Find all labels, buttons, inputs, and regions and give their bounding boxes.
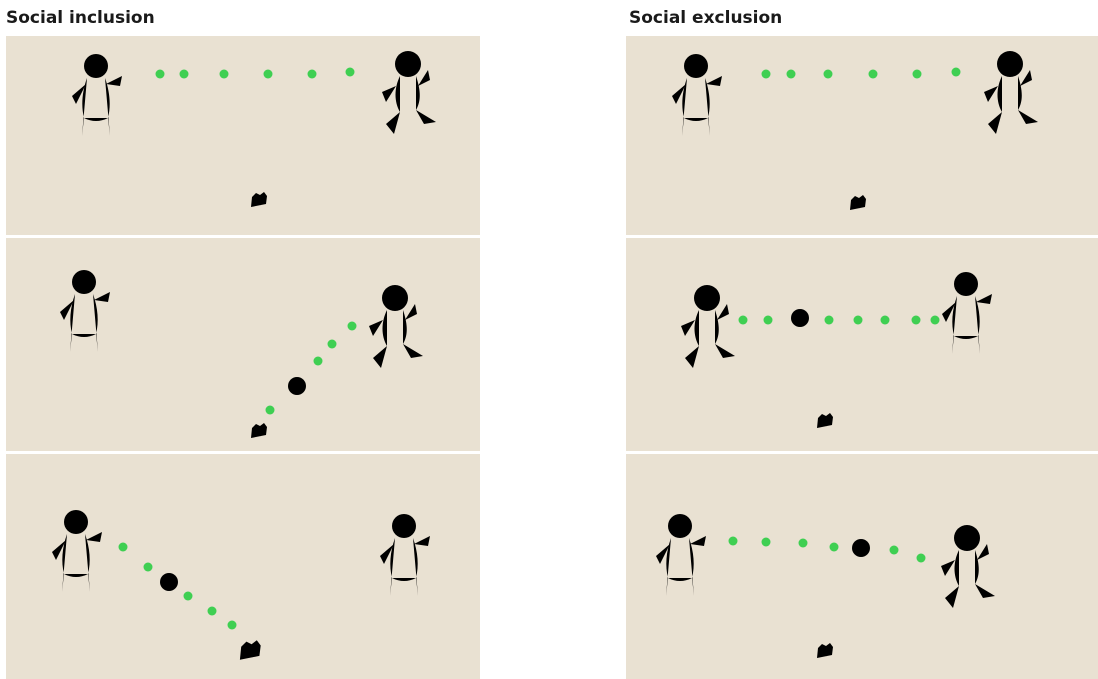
social-exclusion-title: Social exclusion xyxy=(629,8,783,28)
ball xyxy=(852,539,870,557)
right-player xyxy=(380,514,436,598)
ball xyxy=(160,573,178,591)
right-player xyxy=(935,525,995,608)
inclusion-panel-2 xyxy=(6,238,480,451)
participant-hand xyxy=(239,640,261,660)
ball-path xyxy=(118,542,237,630)
participant-hand xyxy=(251,192,267,207)
exclusion-panel-3 xyxy=(626,454,1098,679)
right-player xyxy=(942,272,998,356)
left-player xyxy=(72,54,128,138)
ball-path xyxy=(155,67,355,79)
right-player xyxy=(978,51,1038,134)
exclusion-panel-1 xyxy=(626,36,1098,235)
left-player xyxy=(60,270,116,354)
participant-hand xyxy=(817,413,833,428)
participant-hand xyxy=(251,423,267,438)
social-exclusion-figure xyxy=(626,36,1098,679)
participant-hand xyxy=(850,195,866,210)
ball-path xyxy=(761,67,961,79)
ball xyxy=(791,309,809,327)
inclusion-panel-3 xyxy=(6,454,480,679)
left-player xyxy=(672,54,728,138)
left-player xyxy=(52,510,108,594)
left-player xyxy=(656,514,712,598)
right-player xyxy=(363,285,423,368)
ball-path xyxy=(738,315,940,325)
left-player xyxy=(675,285,735,368)
inclusion-panel-1 xyxy=(6,36,480,235)
ball-path xyxy=(728,536,926,563)
ball-path xyxy=(265,321,357,415)
social-inclusion-figure xyxy=(6,36,480,679)
exclusion-panel-2 xyxy=(626,238,1098,451)
participant-hand xyxy=(817,643,833,658)
right-player xyxy=(376,51,436,134)
ball xyxy=(288,377,306,395)
social-inclusion-title: Social inclusion xyxy=(6,8,155,28)
